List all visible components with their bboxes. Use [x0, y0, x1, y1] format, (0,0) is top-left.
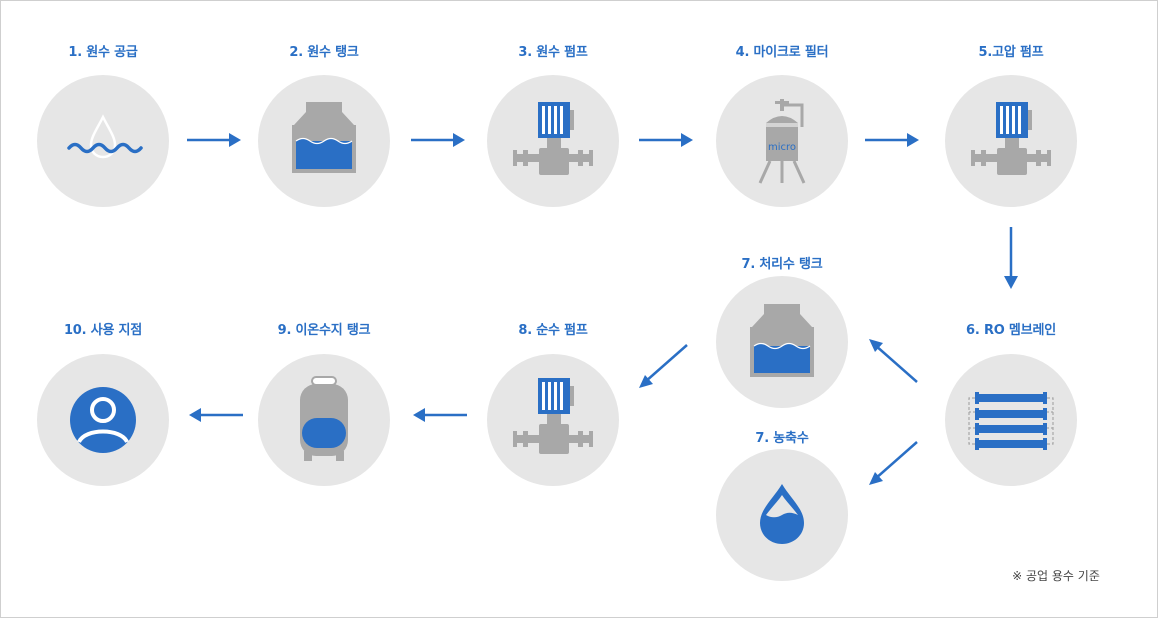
- step-1-label: 1. 원수 공급: [68, 45, 138, 60]
- arrow-6-7b: [869, 441, 918, 485]
- arrow-1-2: [187, 133, 241, 147]
- pump-icon: [513, 102, 593, 175]
- step-5-circle: [945, 75, 1077, 207]
- tank-icon: [750, 304, 814, 377]
- step-8-circle: [487, 354, 619, 486]
- step-9-label: 9. 이온수지 탱크: [277, 323, 371, 338]
- step-3-circle: [487, 75, 619, 207]
- step-7a-label: 7. 처리수 탱크: [741, 257, 823, 272]
- arrow-9-10: [189, 408, 243, 422]
- step-7a-circle: [716, 276, 848, 408]
- membrane-icon: [968, 392, 1054, 450]
- resin-tank-icon: [300, 376, 348, 461]
- step-9-circle: [258, 354, 390, 486]
- arrow-6-7a: [869, 339, 918, 383]
- step-1-circle: [37, 75, 169, 207]
- drop-icon: [760, 484, 804, 544]
- water-drop-icon: [67, 114, 143, 159]
- step-10-label: 10. 사용 지점: [63, 323, 143, 338]
- arrow-5-6: [1004, 227, 1018, 289]
- footnote: ※ 공업 용수 기준: [1012, 569, 1100, 583]
- arrow-3-4: [639, 133, 693, 147]
- step-6-circle: [945, 354, 1077, 486]
- step-3-label: 3. 원수 펌프: [518, 45, 588, 60]
- arrow-8-9: [413, 408, 467, 422]
- step-4-circle: micro: [716, 75, 848, 207]
- step-7b-circle: [716, 449, 848, 581]
- step-6-label: 6. RO 멤브레인: [966, 323, 1056, 338]
- step-4-label: 4. 마이크로 필터: [735, 45, 829, 60]
- pump-icon: [513, 378, 593, 454]
- micro-filter-icon: micro: [758, 99, 806, 184]
- step-2-label: 2. 원수 탱크: [289, 45, 359, 60]
- arrow-4-5: [865, 133, 919, 147]
- tank-icon: [292, 102, 356, 173]
- pump-icon: [971, 102, 1051, 175]
- step-10-circle: [37, 354, 169, 486]
- step-8-label: 8. 순수 펌프: [518, 323, 588, 338]
- micro-text: micro: [768, 142, 796, 153]
- step-2-circle: [258, 75, 390, 207]
- step-7b-label: 7. 농축수: [755, 431, 809, 446]
- step-5-label: 5.고압 펌프: [978, 45, 1044, 60]
- arrow-7a-8: [639, 344, 688, 388]
- user-icon: [70, 387, 136, 453]
- arrow-2-3: [411, 133, 465, 147]
